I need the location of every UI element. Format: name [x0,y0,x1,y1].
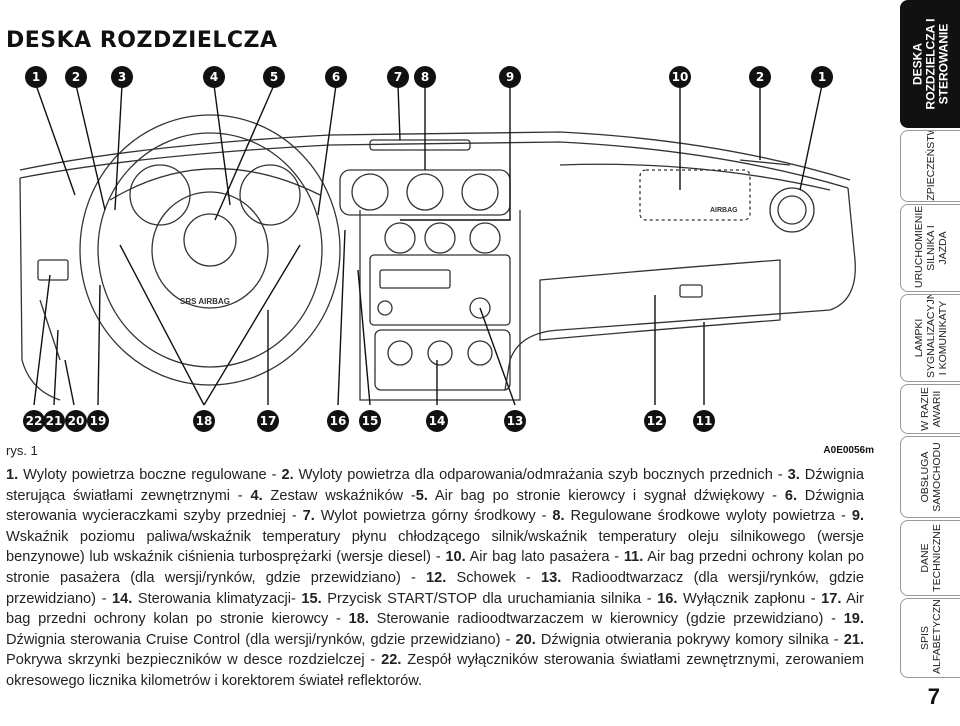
tab-label: DANE TECHNICZNE [919,524,943,592]
legend-item: Wyloty powietrza boczne regulowane - [18,467,282,483]
callout-14: 14 [426,410,448,432]
chapter-sidebar: DESKA ROZDZIELCZA I STEROWANIE BEZPIECZE… [892,0,960,726]
callout-21: 21 [43,410,65,432]
tab-spis-alfabetyczny[interactable]: SPIS ALFABETYCZNY [900,598,960,678]
legend-num: 16. [657,590,678,607]
dashboard-figure: SRS AIRBAG AIRBAG [0,60,880,440]
callout-9: 9 [499,66,521,88]
callout-19: 19 [87,410,109,432]
callout-1-right: 1 [811,66,833,88]
callout-12: 12 [644,410,666,432]
legend-item: Air bag lato pasażera - [465,549,624,566]
legend-item: Dźwignia sterująca światłami zewnętrznym… [6,467,864,504]
legend-num: 18. [348,611,369,628]
figure-code: A0E0056m [823,445,874,456]
tab-obsluga[interactable]: OBSŁUGA SAMOCHODU [900,436,960,518]
legend-num: 10. [445,549,466,566]
page-number: 7 [927,684,940,709]
callout-7: 7 [387,66,409,88]
callout-2: 2 [65,66,87,88]
legend-item: Dźwignia sterowania Cruise Control (dla … [6,631,516,648]
page-title: DESKA ROZDZIELCZA [6,28,278,53]
tab-bezpieczenstwo[interactable]: BEZPIECZEŃSTWO [900,130,960,202]
legend-item: Wskaźnik poziomu paliwa/wskaźnik tempera… [6,528,864,566]
legend-num: 21. [843,631,865,648]
callout-10: 10 [669,66,691,88]
legend-item: Zespół wyłączników sterowania światłami … [6,652,864,689]
dashboard-drawing: SRS AIRBAG AIRBAG [19,84,856,406]
callout-13: 13 [504,410,526,432]
callout-8: 8 [414,66,436,88]
tab-label: OBSŁUGA SAMOCHODU [919,442,943,512]
callout-16: 16 [327,410,349,432]
legend-item: Schowek - [446,569,541,586]
callout-17: 17 [257,410,279,432]
figure-label: rys. 1 [6,443,38,458]
legend-item: Regulowane środkowe wyloty powietrza - [564,508,852,525]
tab-label: SPIS ALFABETYCZNY [919,598,943,674]
legend-num: 19. [843,611,864,628]
tab-label: URUCHOMIENIE SILNIKA I JAZDA [913,205,949,288]
tab-label: LAMPKI SYGNALIZACYJNE I KOMUNIKATY [913,294,949,378]
legend-num: 22. [381,652,402,669]
legend-item: Air bag przedni ochrony kolan po stronie… [6,590,865,628]
callout-22: 22 [23,410,45,432]
legend-num: 12. [426,569,447,586]
legend-num: 15. [301,590,322,607]
callout-20: 20 [65,410,87,432]
legend-item: Wylot powietrza górny środkowy - [314,508,553,525]
legend-num: 14. [112,590,133,607]
legend-item: Radioodtwarzacz (dla wersji/rynków, gdzi… [6,569,864,607]
legend-num: 13. [540,569,562,586]
legend-item: Pokrywa skrzynki bezpieczników w desce r… [6,652,382,669]
legend-num: 4. [250,487,263,504]
tab-lampki[interactable]: LAMPKI SYGNALIZACYJNE I KOMUNIKATY [900,294,960,382]
callout-15: 15 [359,410,381,432]
callout-6: 6 [325,66,347,88]
legend-num: 3. [787,467,800,483]
legend-num: 2. [281,467,294,483]
tab-w-razie-awarii[interactable]: W RAZIE AWARII [900,384,960,434]
tab-label: BEZPIECZEŃSTWO [925,130,937,202]
legend-item: Wyłącznik zapłonu - [677,590,822,607]
callout-1: 1 [25,66,47,88]
tab-label: DESKA ROZDZIELCZA I STEROWANIE [910,18,951,110]
tab-uruchomienie[interactable]: URUCHOMIENIE SILNIKA I JAZDA [900,204,960,292]
callout-11: 11 [693,410,715,432]
legend-item: Dźwignia sterowania wycieraczkami szyby … [6,487,865,525]
callout-5: 5 [263,66,285,88]
legend-item: Dźwignia otwierania pokrywy komory silni… [535,631,844,648]
airbag-label: SRS AIRBAG [180,297,230,306]
legend-num: 6. [784,487,798,504]
callout-18: 18 [193,410,215,432]
legend-text: 1. Wyloty powietrza boczne regulowane - … [6,465,864,692]
legend-item: Air bag po stronie kierowcy i sygnał dźw… [427,487,785,504]
legend-item: Air bag przedni ochrony kolan po stronie… [6,549,864,586]
legend-num: 7. [302,508,315,525]
tab-label: W RAZIE AWARII [919,387,943,431]
callout-2-right: 2 [749,66,771,88]
legend-item: Sterowania klimatyzacji- [132,590,302,607]
callout-4: 4 [203,66,225,88]
legend-num: 17. [821,590,842,607]
passenger-airbag-label: AIRBAG [710,207,738,214]
legend-item: Zestaw wskaźników - [262,487,416,504]
legend-num: 11. [623,549,644,566]
legend-num: 20. [515,631,536,648]
legend-item: Sterowanie radioodtwarzaczem w kierownic… [368,611,844,628]
legend-num: 1. [6,467,19,483]
callout-3: 3 [111,66,133,88]
tab-deska-rozdzielcza[interactable]: DESKA ROZDZIELCZA I STEROWANIE [900,0,960,128]
tab-dane-techniczne[interactable]: DANE TECHNICZNE [900,520,960,596]
legend-num: 5. [415,487,428,504]
legend-item: Wyloty powietrza dla odparowania/odmraża… [293,467,788,483]
legend-item: Przycisk START/STOP dla uruchamiania sil… [321,590,658,607]
legend-num: 8. [552,508,565,525]
legend-num: 9. [851,508,864,525]
